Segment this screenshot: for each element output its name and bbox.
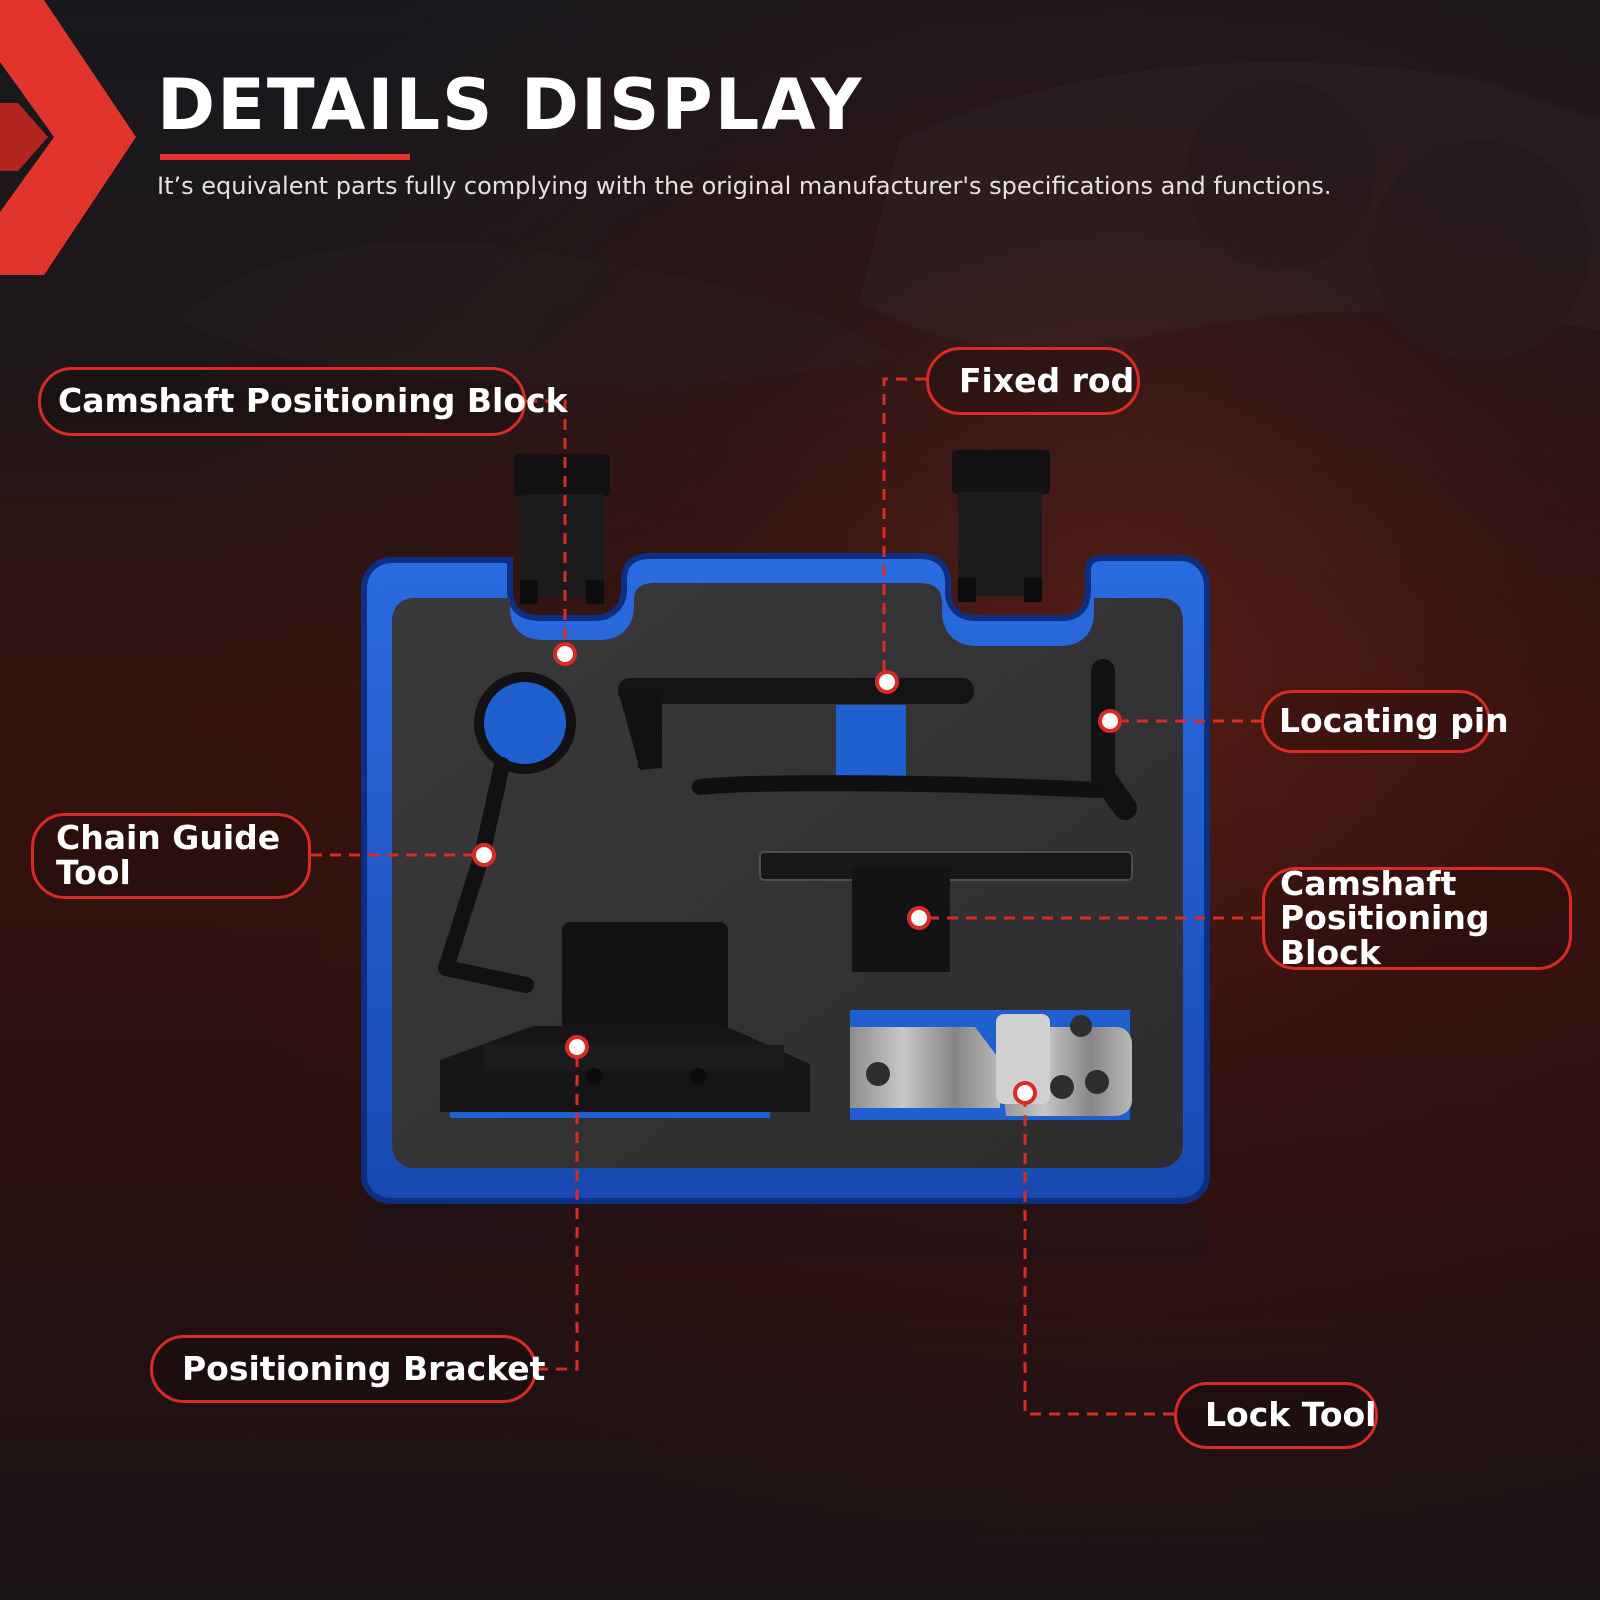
- callout-positioning-bracket: Positioning Bracket: [150, 1335, 545, 1403]
- callout-fixed-rod: Fixed rod: [926, 347, 1140, 415]
- callout-chain-guide-tool: Chain Guide Tool: [31, 813, 311, 899]
- callout-locating-pin: Locating pin: [1261, 690, 1509, 753]
- locating-pin-tool: [692, 659, 1137, 820]
- title-underline: [160, 154, 410, 160]
- callout-dots: [472, 642, 1122, 1105]
- page-title: DETAILS DISPLAY: [157, 64, 864, 146]
- callout-dot-camshaft-right: [907, 906, 931, 930]
- callout-camshaft-positioning-block-right: Camshaft Positioning Block: [1262, 866, 1572, 970]
- page-subtitle: It’s equivalent parts fully complying wi…: [157, 172, 1332, 200]
- callout-dot-positioning-bracket: [565, 1035, 589, 1059]
- callout-dot-locating-pin: [1098, 709, 1122, 733]
- callout-dot-camshaft-top: [553, 642, 577, 666]
- positioning-bracket-tool: [440, 922, 810, 1112]
- case-reflection: [358, 1204, 1208, 1260]
- case-latches: [514, 450, 1050, 604]
- red-chevron-logo: [0, 0, 136, 275]
- chain-guide-tool: [438, 672, 576, 993]
- callout-dot-chain-guide: [472, 843, 496, 867]
- callout-dot-fixed-rod: [875, 670, 899, 694]
- camshaft-block-right-tool: [759, 851, 1133, 972]
- callout-lock-tool: Lock Tool: [1174, 1382, 1378, 1449]
- callout-dot-lock-tool: [1013, 1081, 1037, 1105]
- callout-camshaft-positioning-block-top: Camshaft Positioning Block: [38, 367, 568, 436]
